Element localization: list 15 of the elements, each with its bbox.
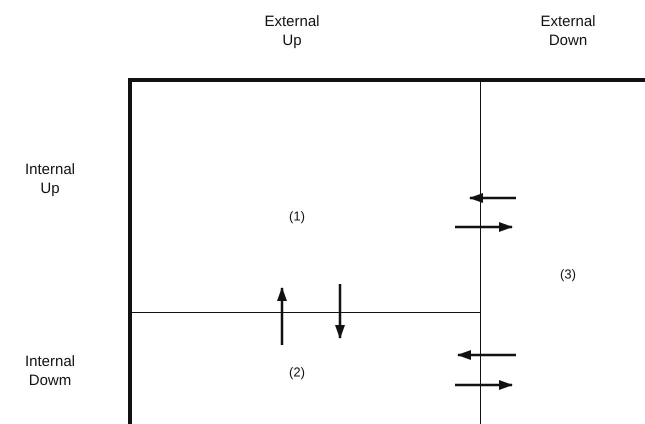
- region-number: (1): [289, 208, 305, 224]
- row-heading: Internal Dowm: [24, 352, 76, 390]
- arrow: [335, 284, 345, 339]
- arrow: [277, 287, 287, 345]
- region-number: (3): [560, 266, 576, 282]
- grid-region: [128, 78, 481, 313]
- grid-region: [128, 312, 481, 424]
- arrow: [455, 222, 513, 232]
- arrow: [457, 350, 516, 360]
- region-number: (2): [289, 364, 305, 380]
- arrow: [469, 193, 516, 203]
- row-heading: Internal Up: [24, 160, 76, 198]
- column-heading: External Down: [539, 12, 597, 50]
- column-heading: External Up: [263, 12, 321, 50]
- arrow: [455, 380, 513, 390]
